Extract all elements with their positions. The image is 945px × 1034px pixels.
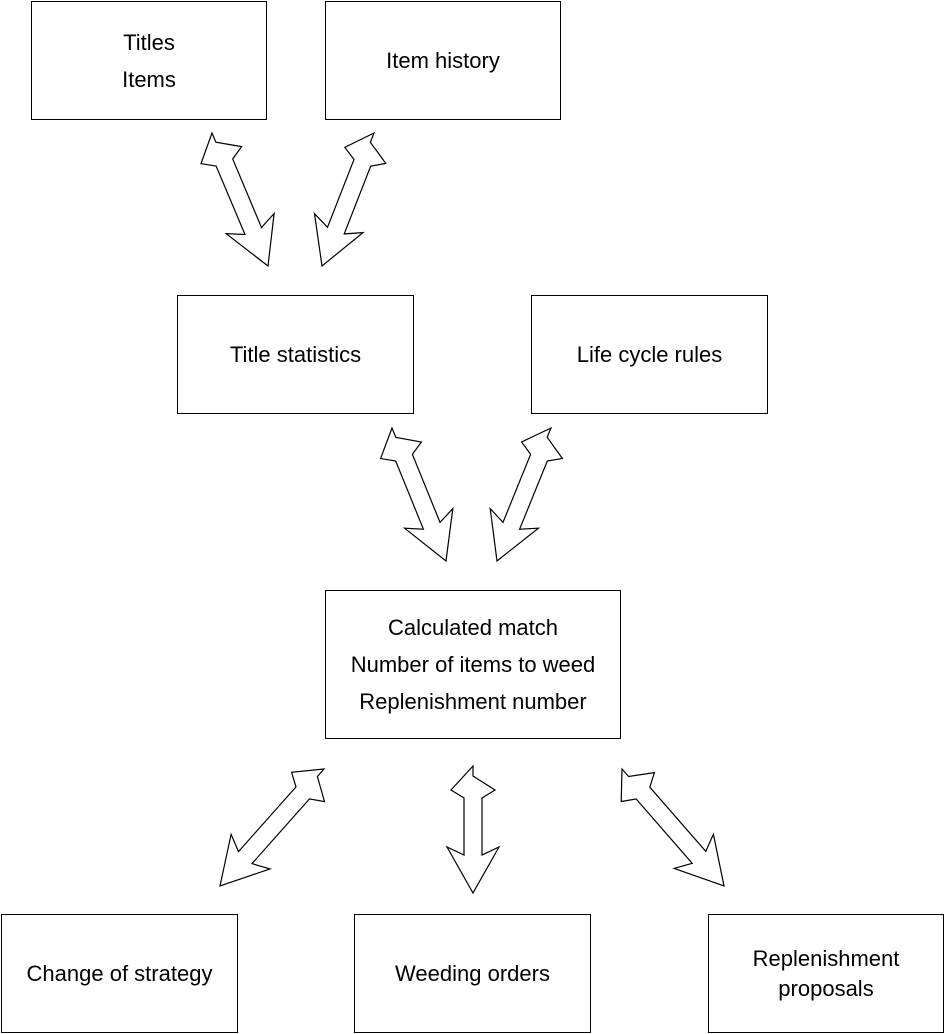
node-change-of-strategy-line-1: Change of strategy	[26, 961, 213, 986]
node-item-history-line-1: Item history	[386, 48, 500, 73]
node-title-statistics: Title statistics	[177, 295, 414, 414]
arrow-history-to-statistics	[313, 131, 387, 268]
node-replenishment-proposals-line-2: proposals	[778, 975, 874, 1001]
arrow-calculation-to-replenishment	[620, 767, 725, 887]
node-life-cycle-rules: Life cycle rules	[531, 295, 768, 414]
node-weeding-orders: Weeding orders	[354, 914, 591, 1033]
node-item-history: Item history	[325, 1, 561, 120]
node-titles-items-line-1: Titles	[123, 29, 175, 55]
arrow-rules-to-calculation	[489, 426, 564, 563]
node-calculation: Calculated match Number of items to weed…	[325, 590, 621, 739]
node-life-cycle-rules-line-1: Life cycle rules	[576, 342, 723, 367]
arrow-titles-to-statistics	[200, 131, 275, 268]
arrow-statistics-to-calculation	[379, 426, 454, 563]
node-replenishment-proposals-line-1: Replenishment	[752, 945, 900, 971]
node-titles-items-line-2: Items	[122, 66, 176, 92]
node-titles-items: Titles Items	[31, 1, 267, 120]
node-calculation-line-2: Number of items to weed	[350, 652, 596, 677]
node-weeding-orders-line-1: Weeding orders	[395, 961, 550, 986]
arrow-calculation-to-weeding	[445, 764, 501, 895]
arrow-calculation-to-strategy	[219, 768, 326, 887]
node-change-of-strategy: Change of strategy	[1, 914, 238, 1033]
node-title-statistics-line-1: Title statistics	[229, 342, 362, 367]
node-calculation-line-3: Replenishment number	[359, 689, 587, 714]
node-calculation-line-1: Calculated match	[388, 615, 558, 640]
node-replenishment-proposals: Replenishment proposals	[708, 914, 944, 1033]
